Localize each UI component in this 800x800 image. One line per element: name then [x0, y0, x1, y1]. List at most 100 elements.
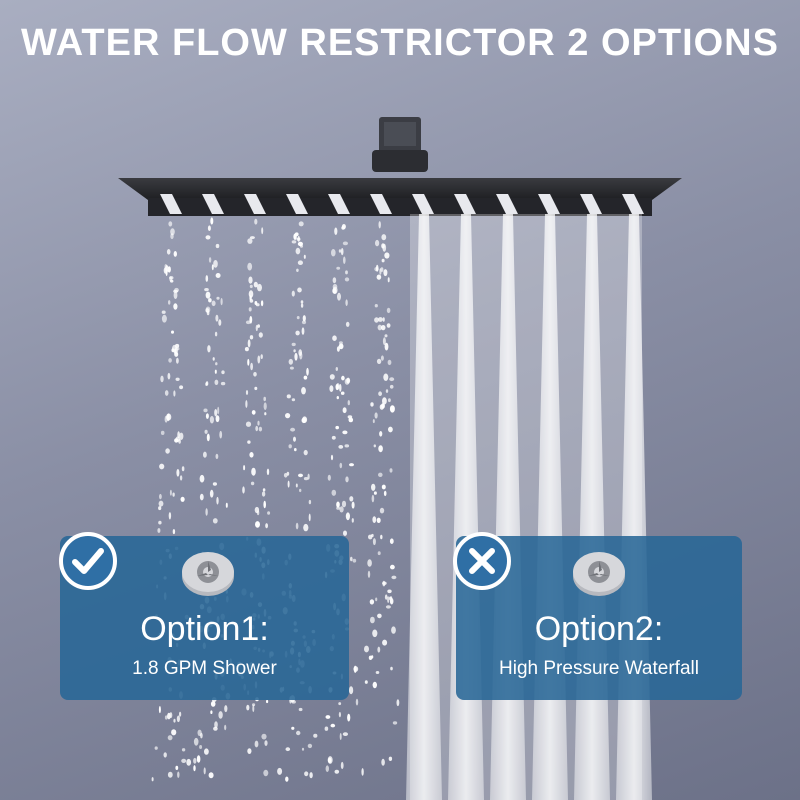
water-droplet [261, 733, 267, 740]
water-droplet [263, 500, 267, 509]
water-droplet [166, 249, 171, 255]
water-droplet [378, 445, 383, 453]
water-droplet [245, 390, 249, 395]
water-droplet [332, 286, 338, 294]
water-droplet [214, 331, 218, 337]
water-droplet [179, 385, 184, 390]
water-droplet [388, 426, 393, 433]
water-droplet [215, 415, 220, 423]
water-droplet [288, 358, 293, 365]
water-droplet [168, 358, 172, 363]
water-droplet [210, 701, 216, 707]
water-droplet [214, 379, 219, 385]
water-droplet [204, 288, 209, 292]
water-droplet [381, 403, 385, 409]
water-droplet [335, 367, 338, 371]
water-droplet [378, 391, 382, 397]
water-droplet [205, 235, 211, 240]
water-droplet [285, 776, 289, 782]
water-droplet [193, 765, 196, 772]
water-droplet [391, 575, 397, 580]
water-droplet [377, 551, 381, 556]
water-droplet [369, 599, 375, 605]
water-droplet [297, 287, 302, 293]
water-droplet [308, 513, 311, 522]
water-droplet [207, 225, 211, 231]
water-droplet [371, 533, 374, 538]
nozzle [580, 194, 602, 214]
water-droplet [257, 420, 260, 426]
water-droplet [338, 702, 342, 706]
water-droplet [329, 385, 334, 392]
water-droplet [307, 473, 310, 480]
water-droplet [224, 705, 228, 713]
cross-icon [453, 532, 511, 590]
water-droplet [263, 402, 267, 411]
water-droplet [299, 488, 302, 493]
water-droplet [387, 596, 390, 603]
water-droplet [301, 387, 306, 395]
water-droplet [372, 629, 378, 638]
water-droplet [245, 320, 251, 325]
water-droplet [382, 337, 386, 346]
water-droplet [375, 671, 380, 674]
water-droplet [263, 769, 269, 777]
water-droplet [164, 390, 169, 396]
water-droplet [347, 713, 351, 722]
nozzle [538, 194, 560, 214]
water-droplet [215, 273, 221, 278]
water-droplet [342, 732, 348, 736]
water-droplet [291, 342, 296, 347]
water-droplet [208, 298, 212, 303]
water-droplet [336, 346, 340, 352]
water-droplet [255, 303, 260, 307]
nozzle [286, 194, 308, 214]
water-droplet [308, 499, 312, 505]
water-droplet [186, 758, 192, 766]
water-droplet [176, 357, 179, 364]
water-droplet [373, 491, 377, 495]
water-droplet [324, 726, 329, 731]
water-droplet [348, 417, 354, 423]
water-droplet [367, 570, 371, 578]
water-droplet [205, 413, 209, 419]
water-droplet [175, 377, 180, 381]
water-droplet [302, 315, 306, 322]
water-droplet [295, 247, 301, 255]
water-droplet [173, 303, 178, 310]
water-droplet [336, 506, 341, 510]
water-droplet [267, 511, 271, 515]
water-droplet [303, 477, 309, 481]
water-droplet [336, 396, 339, 400]
water-droplet [342, 407, 347, 414]
water-droplet [334, 227, 338, 235]
water-droplet [250, 362, 254, 371]
shower-arm [372, 117, 428, 172]
water-droplet [331, 435, 336, 440]
water-droplet [179, 711, 182, 717]
water-droplet [249, 236, 255, 240]
water-droplet [297, 235, 300, 242]
water-droplet [168, 512, 172, 520]
water-droplet [212, 357, 215, 361]
water-droplet [380, 267, 384, 272]
water-droplet [179, 432, 184, 440]
water-droplet [217, 406, 220, 415]
water-droplet [349, 463, 354, 467]
water-droplet [332, 277, 337, 284]
water-droplet [219, 430, 223, 439]
water-droplet [224, 724, 227, 731]
water-droplet [340, 248, 344, 256]
water-droplet [173, 390, 176, 397]
water-droplet [159, 463, 165, 470]
water-droplet [291, 290, 295, 297]
water-droplet [337, 292, 341, 301]
water-droplet [290, 427, 296, 432]
water-droplet [381, 758, 385, 766]
water-droplet [371, 494, 375, 503]
water-droplet [338, 711, 341, 718]
water-droplet [375, 264, 379, 272]
water-droplet [344, 277, 350, 282]
water-droplet [374, 412, 378, 419]
water-droplet [295, 330, 300, 336]
